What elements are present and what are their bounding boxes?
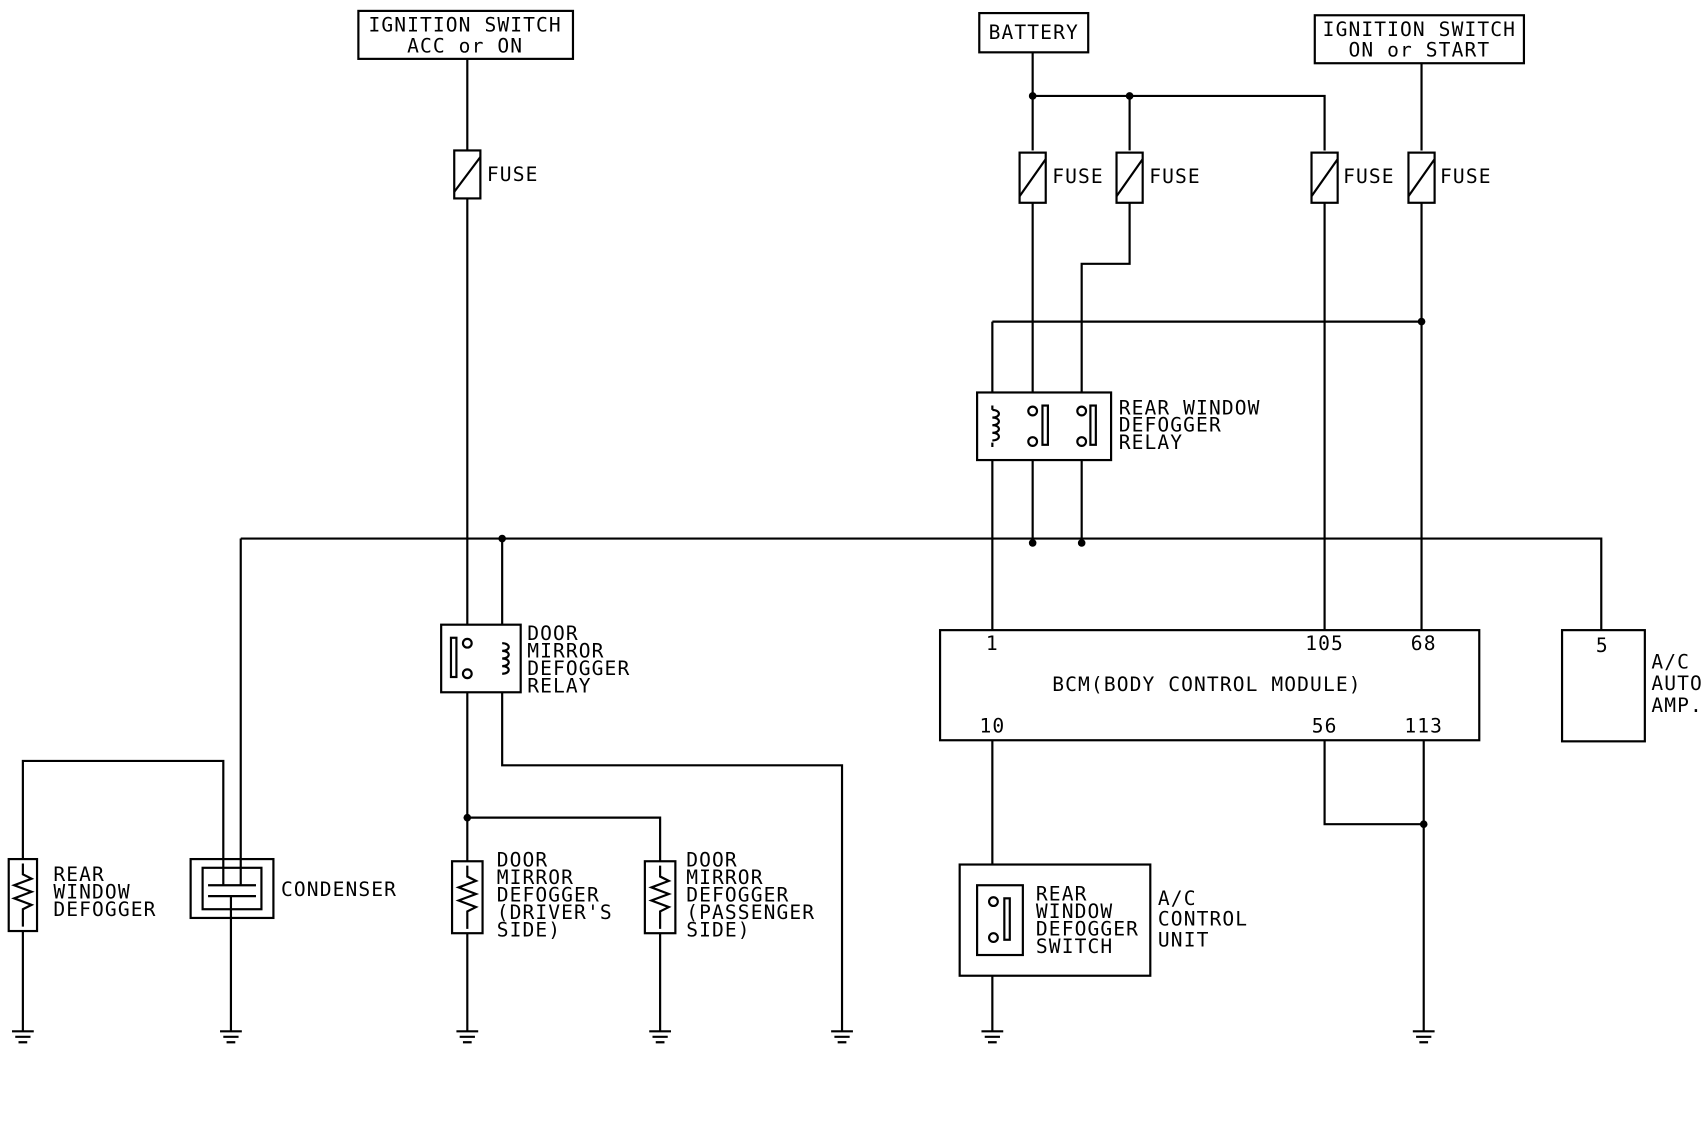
ground-icon [981, 1030, 1004, 1044]
mirror-relay-line3: DEFOGGER [527, 657, 630, 680]
fuse-ign-acc: FUSE [453, 149, 539, 200]
bcm-pin-105: 105 [1305, 632, 1344, 655]
door-mirror-relay: DOOR MIRROR DEFOGGER RELAY [440, 622, 630, 697]
ac-unit-line2: CONTROL [1158, 908, 1248, 931]
fuse-battery-3: FUSE [1310, 151, 1395, 204]
ground-icon [649, 1030, 672, 1044]
bcm-module: 1 105 68 BCM(BODY CONTROL MODULE) 10 56 … [938, 629, 1481, 742]
bcm-title: BCM(BODY CONTROL MODULE) [1052, 673, 1361, 696]
ac-unit-line3: UNIT [1158, 928, 1210, 951]
switch-line4: SWITCH [1036, 935, 1113, 958]
ac-amp-line1: A/C [1651, 650, 1690, 673]
ignition-start-line1: IGNITION SWITCH [1323, 18, 1516, 41]
fuse-battery-2: FUSE [1115, 151, 1201, 204]
ground-symbols [11, 1030, 1435, 1044]
ac-amp-pin: 5 [1596, 634, 1609, 657]
bcm-pin-56: 56 [1312, 715, 1338, 738]
ac-amp-line3: AMP. [1651, 694, 1703, 717]
rear-defogger-line2: WINDOW [53, 880, 130, 903]
fuse-label: FUSE [487, 163, 539, 186]
ac-control-unit: REAR WINDOW DEFOGGER SWITCH A/C CONTROL … [958, 863, 1248, 977]
switch-line3: DEFOGGER [1036, 917, 1139, 940]
switch-line2: WINDOW [1036, 900, 1113, 923]
rear-relay-line1: REAR WINDOW [1119, 396, 1261, 419]
rear-defogger-line3: DEFOGGER [53, 898, 156, 921]
fuse-label: FUSE [1440, 165, 1492, 188]
driver-defogger-line1: DOOR [497, 849, 549, 872]
passenger-defogger-line4: (PASSENGER [686, 901, 815, 924]
mirror-relay-line1: DOOR [527, 622, 579, 645]
rear-defogger-line1: REAR [53, 863, 105, 886]
bcm-pin-68: 68 [1411, 632, 1437, 655]
driver-defogger-line3: DEFOGGER [497, 884, 600, 907]
ground-icon [456, 1030, 479, 1044]
mirror-relay-line2: MIRROR [527, 639, 604, 662]
driver-defogger-line5: SIDE) [497, 918, 561, 941]
mirror-defogger-passenger: DOOR MIRROR DEFOGGER (PASSENGER SIDE) [643, 849, 815, 941]
rear-relay-line3: RELAY [1119, 431, 1183, 454]
mirror-relay-line4: RELAY [527, 674, 591, 697]
ac-auto-amp: 5 A/C AUTO AMP. [1560, 629, 1703, 743]
passenger-defogger-line1: DOOR [686, 849, 738, 872]
ac-unit-line1: A/C [1158, 887, 1197, 910]
ground-icon [220, 1030, 242, 1044]
bcm-pin-113: 113 [1404, 715, 1443, 738]
battery-source: BATTERY [978, 11, 1090, 54]
driver-defogger-line2: MIRROR [497, 866, 574, 889]
driver-defogger-line4: (DRIVER'S [497, 901, 613, 924]
ignition-acc-line2: ACC or ON [407, 34, 523, 57]
ground-icon [11, 1030, 34, 1044]
ground-icon [1412, 1030, 1435, 1044]
rear-window-defogger: REAR WINDOW DEFOGGER [7, 857, 156, 933]
junction-dots [463, 92, 1428, 829]
passenger-defogger-line3: DEFOGGER [686, 884, 789, 907]
fuse-battery-1: FUSE [1018, 151, 1104, 204]
fuse-ign-start: FUSE [1407, 151, 1492, 204]
fuse-label: FUSE [1052, 165, 1104, 188]
bcm-pin-1: 1 [986, 632, 999, 655]
fuse-label: FUSE [1149, 165, 1201, 188]
ignition-acc-line1: IGNITION SWITCH [368, 14, 561, 37]
ac-amp-line2: AUTO [1651, 672, 1703, 695]
condenser: CONDENSER [189, 857, 397, 920]
condenser-label: CONDENSER [281, 878, 397, 901]
passenger-defogger-line2: MIRROR [686, 866, 763, 889]
bcm-pin-10: 10 [979, 715, 1005, 738]
ignition-acc-source: IGNITION SWITCH ACC or ON [357, 9, 575, 60]
wires [21, 52, 1603, 1032]
battery-label: BATTERY [989, 21, 1079, 44]
ignition-start-line2: ON or START [1348, 39, 1490, 62]
rear-relay-line2: DEFOGGER [1119, 414, 1222, 437]
fuse-label: FUSE [1343, 165, 1395, 188]
mirror-defogger-driver: DOOR MIRROR DEFOGGER (DRIVER'S SIDE) [450, 849, 613, 941]
rear-defogger-relay: REAR WINDOW DEFOGGER RELAY [976, 391, 1261, 462]
passenger-defogger-line5: SIDE) [686, 918, 750, 941]
ground-icon [831, 1030, 853, 1044]
switch-line1: REAR [1036, 882, 1088, 905]
ignition-start-source: IGNITION SWITCH ON or START [1313, 14, 1526, 65]
